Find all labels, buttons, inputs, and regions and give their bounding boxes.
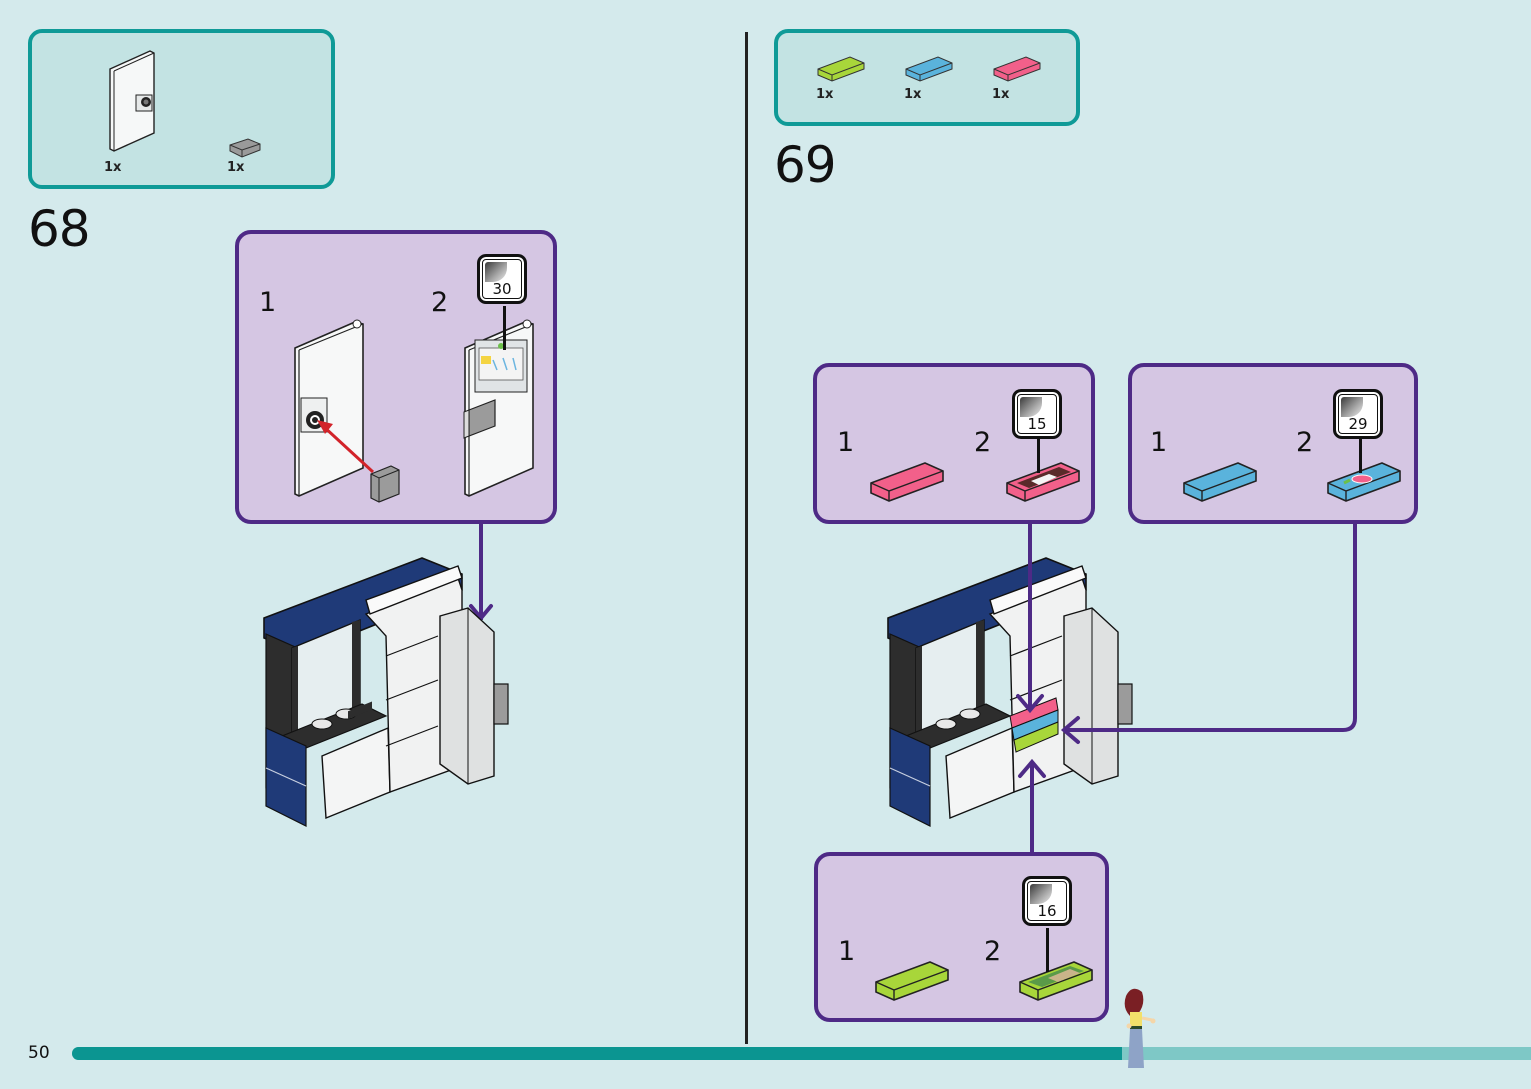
progress-bar-fill (72, 1047, 1122, 1060)
step-number-68: 68 (28, 200, 91, 258)
part-qty: 1x (992, 87, 1010, 102)
substep-label: 2 (974, 427, 992, 458)
parts-callout-step-69: 1x 1x 1x (774, 29, 1080, 126)
sticker-curl-icon (1020, 397, 1042, 417)
lime-tile-sticker-icon (1019, 961, 1093, 1001)
substep-label: 1 (838, 936, 856, 967)
sticker-number: 30 (492, 280, 512, 298)
blue-tile-part-icon (905, 56, 953, 82)
sticker-leader-line (1359, 437, 1362, 473)
subassembly-box-lime: 1 2 16 (814, 852, 1109, 1022)
blue-tile-plain-icon (1183, 462, 1257, 502)
subassembly-box-pink: 1 2 15 (813, 363, 1095, 524)
sticker-badge: 16 (1022, 876, 1072, 926)
lime-tile-part-icon (817, 56, 865, 82)
arrow-blue (1064, 522, 1357, 732)
white-door-part-icon (109, 50, 155, 152)
door-assembly-step-2-icon (463, 319, 534, 497)
parts-callout-step-68: 1x 1x (28, 29, 335, 189)
lime-tile-plain-icon (875, 961, 949, 1001)
door-assembly-step-1-icon (294, 319, 400, 503)
sticker-leader-line (503, 306, 506, 350)
substep-label: 1 (837, 427, 855, 458)
callout-arrow-step-68 (469, 520, 493, 622)
pink-tile-plain-icon (870, 462, 944, 502)
substep-box-step-68: 1 2 30 (235, 230, 557, 524)
part-qty: 1x (816, 87, 834, 102)
sticker-curl-icon (1341, 397, 1363, 417)
substep-label: 1 (259, 287, 277, 318)
sticker-number: 16 (1037, 902, 1057, 920)
kitchen-model-step-69-icon (887, 557, 1133, 827)
callout-arrows-step-69 (1016, 522, 1357, 854)
substep-label: 2 (1296, 427, 1314, 458)
kitchen-model-step-68-icon (263, 557, 509, 827)
part-qty: 1x (227, 160, 245, 175)
sticker-number: 15 (1027, 415, 1047, 433)
sticker-badge: 30 (477, 254, 527, 304)
page-divider (745, 32, 748, 1044)
sticker-badge: 15 (1012, 389, 1062, 439)
step-number-69: 69 (774, 136, 837, 194)
pink-tile-sticker-icon (1006, 462, 1080, 502)
part-qty: 1x (104, 160, 122, 175)
blue-tile-sticker-icon (1327, 462, 1401, 502)
gray-tile-part-icon (229, 138, 261, 158)
sticker-leader-line (1037, 437, 1040, 473)
sticker-badge: 29 (1333, 389, 1383, 439)
sticker-leader-line (1046, 928, 1049, 972)
sticker-number: 29 (1348, 415, 1368, 433)
sticker-curl-icon (1030, 884, 1052, 904)
page-number: 50 (28, 1043, 50, 1063)
substep-label: 2 (431, 287, 449, 318)
substep-label: 1 (1150, 427, 1168, 458)
sticker-curl-icon (485, 262, 507, 282)
subassembly-box-blue: 1 2 29 (1128, 363, 1418, 524)
minifigure-icon (1124, 988, 1156, 1068)
pink-tile-part-icon (993, 56, 1041, 82)
substep-label: 2 (984, 936, 1002, 967)
part-qty: 1x (904, 87, 922, 102)
